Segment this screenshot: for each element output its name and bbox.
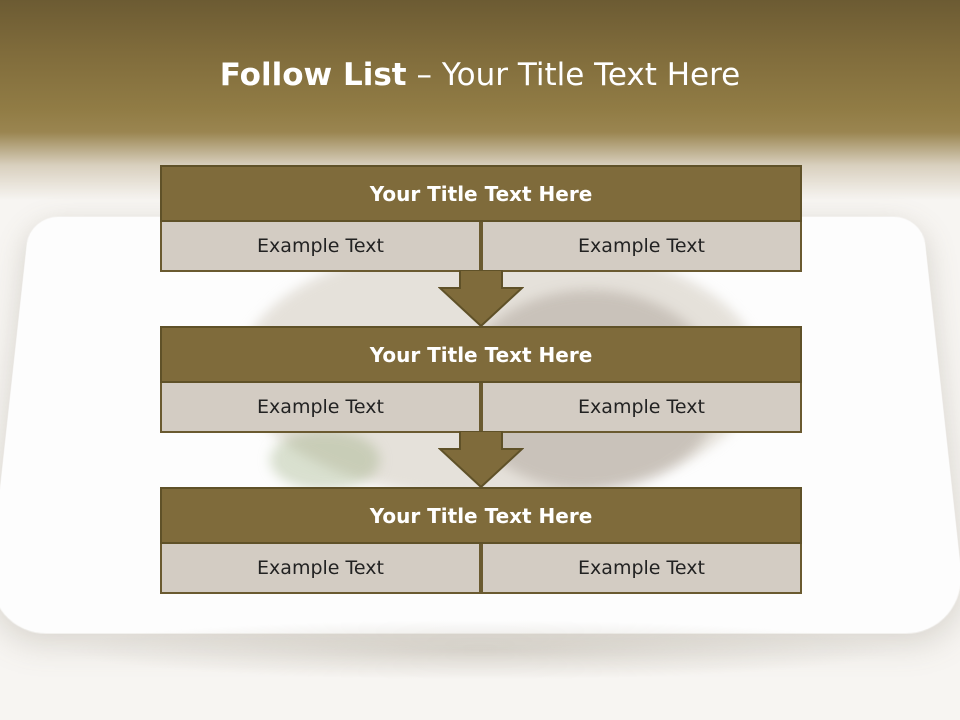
block-cell-left: Example Text bbox=[160, 222, 481, 272]
block-cell-left: Example Text bbox=[160, 383, 481, 433]
plate-shadow bbox=[60, 620, 900, 680]
slide-title: Follow List – Your Title Text Here bbox=[0, 52, 960, 98]
block-row: Example Text Example Text bbox=[160, 222, 802, 272]
block-cell-left: Example Text bbox=[160, 544, 481, 594]
block-cell-right: Example Text bbox=[481, 222, 802, 272]
list-block-2: Your Title Text Here Example Text Exampl… bbox=[160, 326, 802, 433]
block-cell-right: Example Text bbox=[481, 383, 802, 433]
list-block-1: Your Title Text Here Example Text Exampl… bbox=[160, 165, 802, 272]
block-title: Your Title Text Here bbox=[160, 165, 802, 222]
down-arrow-icon bbox=[438, 431, 524, 489]
slide-title-bold: Follow List bbox=[219, 57, 407, 93]
down-arrow-icon bbox=[438, 270, 524, 328]
mint-leaf-blur bbox=[270, 430, 380, 490]
block-title: Your Title Text Here bbox=[160, 326, 802, 383]
list-block-3: Your Title Text Here Example Text Exampl… bbox=[160, 487, 802, 594]
slide-title-rest: – Your Title Text Here bbox=[406, 57, 741, 93]
block-cell-right: Example Text bbox=[481, 544, 802, 594]
block-row: Example Text Example Text bbox=[160, 544, 802, 594]
block-row: Example Text Example Text bbox=[160, 383, 802, 433]
block-title: Your Title Text Here bbox=[160, 487, 802, 544]
